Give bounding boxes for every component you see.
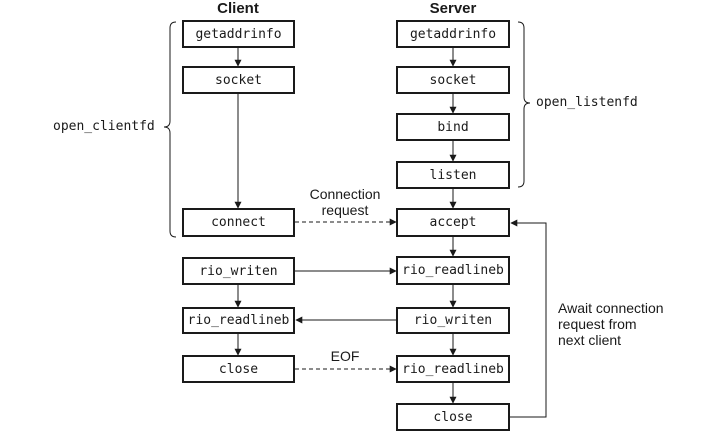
connection-request-label: Connection request <box>300 186 390 218</box>
eof-label: EOF <box>330 348 360 364</box>
client-rio-writen-box: rio_writen <box>182 257 295 285</box>
client-getaddrinfo-box: getaddrinfo <box>182 20 295 48</box>
server-listen-box: listen <box>396 161 510 189</box>
server-bind-box: bind <box>396 113 510 141</box>
server-rio-readlineb-box: rio_readlineb <box>396 256 510 285</box>
arrow-loop-close-accept <box>510 219 547 418</box>
await-line-3: next client <box>558 332 622 348</box>
connection-request-line-1: Connection <box>309 186 381 202</box>
server-accept-box: accept <box>396 208 510 237</box>
server-rio-readlineb-2-box: rio_readlineb <box>396 355 510 383</box>
client-header: Client <box>217 0 259 17</box>
await-line-2: request from <box>558 316 637 332</box>
server-socket-box: socket <box>396 66 510 94</box>
await-line-1: Await connection <box>558 300 664 316</box>
await-connection-label: Await connection request from next clien… <box>558 300 698 348</box>
client-connect-box: connect <box>182 208 295 237</box>
open-listenfd-label: open_listenfd <box>536 95 638 110</box>
server-close-box: close <box>396 403 510 431</box>
open-clientfd-label: open_clientfd <box>53 119 155 134</box>
server-header: Server <box>429 0 477 17</box>
server-getaddrinfo-box: getaddrinfo <box>396 20 510 48</box>
client-rio-readlineb-box: rio_readlineb <box>182 307 295 334</box>
server-rio-writen-box: rio_writen <box>396 307 510 334</box>
connection-request-line-2: request <box>321 202 369 218</box>
brace-open-clientfd <box>163 21 177 238</box>
client-close-box: close <box>182 355 295 383</box>
brace-open-listenfd <box>517 21 531 188</box>
client-socket-box: socket <box>182 66 295 94</box>
